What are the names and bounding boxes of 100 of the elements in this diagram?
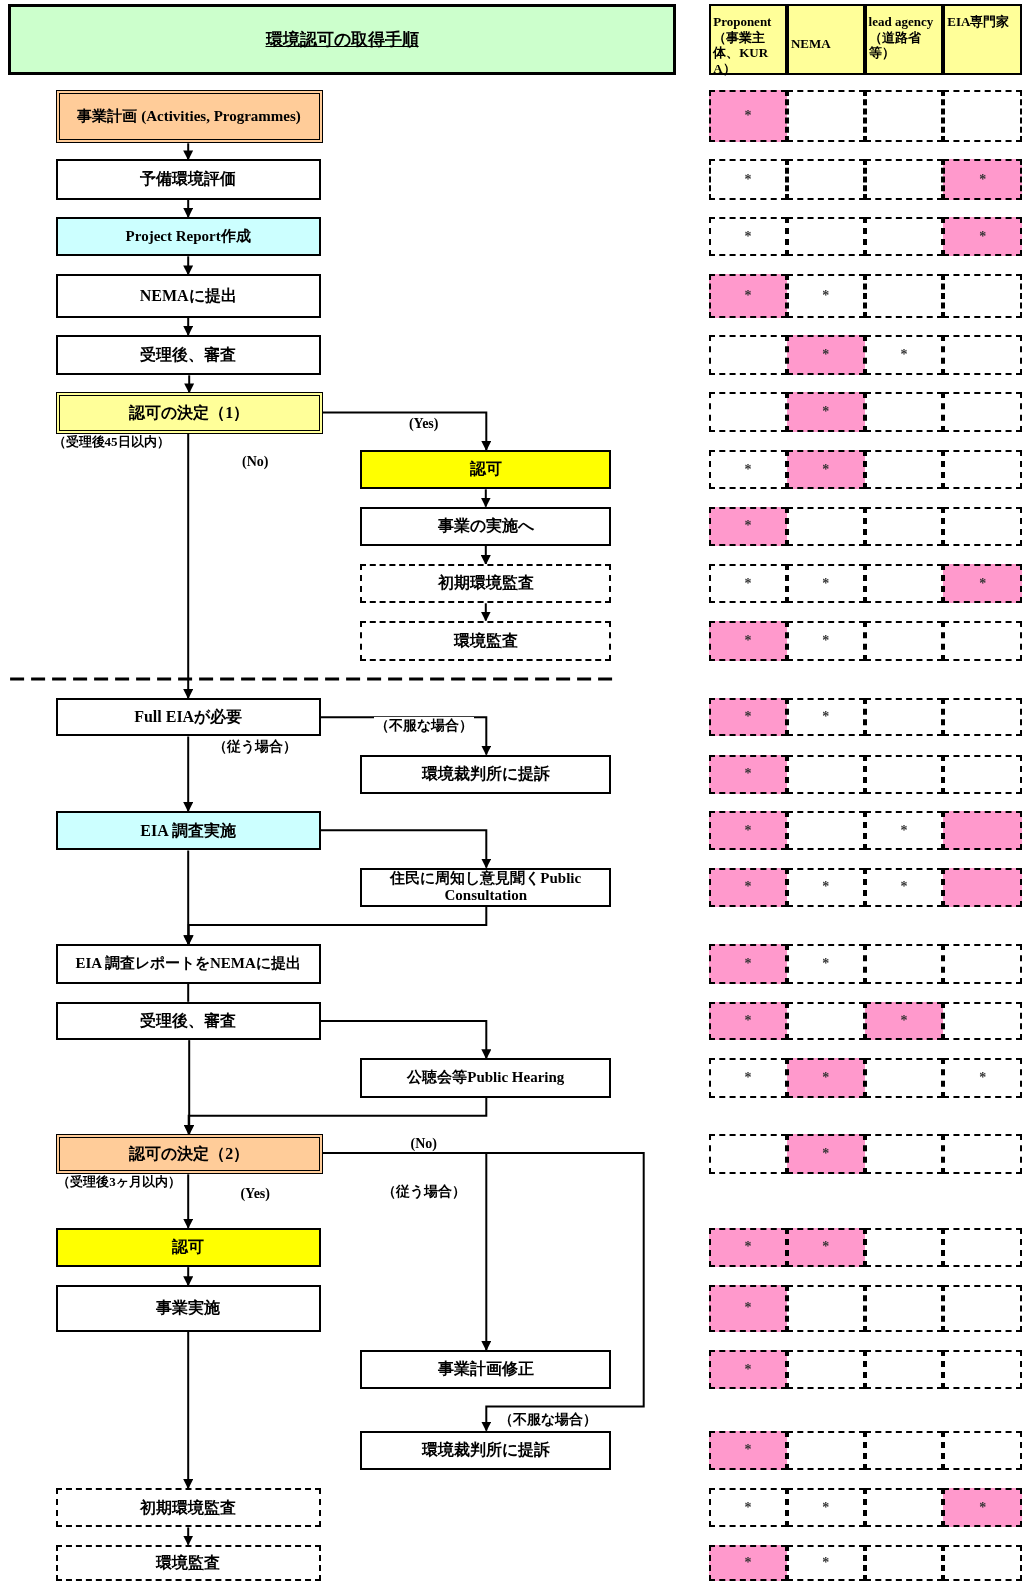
table-cell: *	[709, 274, 787, 318]
table-cell: *	[864, 811, 944, 851]
table-cell: *	[943, 216, 1022, 257]
table-cell: *	[864, 867, 944, 907]
table-cell: *	[786, 1058, 865, 1098]
title: 環境認可の取得手順	[265, 28, 419, 51]
branch-label: (No)	[410, 1136, 437, 1153]
approval-box: 認可	[55, 1227, 321, 1268]
process-box: 受理後、審査	[55, 1001, 321, 1041]
arrow	[183, 1330, 194, 1490]
header-cell: NEMA	[786, 4, 865, 75]
process-box: 初期環境監査	[55, 1488, 321, 1528]
header-cell: EIA専門家	[943, 4, 1022, 75]
process-box: 事業計画修正	[360, 1349, 612, 1390]
arrow	[183, 906, 488, 946]
table-cell: *	[709, 1488, 787, 1528]
arrow	[319, 829, 492, 869]
arrow	[183, 735, 194, 813]
table-cell: *	[709, 1430, 787, 1470]
arrow	[183, 1266, 194, 1287]
time-note: （受理後3ヶ月以内）	[56, 1174, 182, 1192]
table-cell: *	[786, 1544, 865, 1581]
table-cell: *	[786, 620, 865, 661]
table-cell: *	[709, 1544, 787, 1581]
decision-box: 認可の決定（1）	[55, 392, 323, 434]
header-cell: lead agency（道路省等）	[864, 4, 944, 75]
table-cell: *	[709, 216, 787, 257]
table-cell: *	[709, 506, 787, 546]
table-cell: *	[709, 564, 787, 604]
table-cell: *	[786, 564, 865, 604]
process-box: Full EIAが必要	[55, 698, 321, 737]
table-cell: *	[786, 867, 865, 907]
process-box: 事業の実施へ	[360, 506, 612, 546]
table-cell: *	[709, 89, 787, 143]
table-cell: *	[709, 159, 787, 200]
arrow	[319, 716, 492, 756]
table-cell: *	[786, 1227, 865, 1268]
table-cell: *	[943, 1488, 1022, 1528]
decision-box: 認可の決定（2）	[55, 1134, 323, 1175]
approval-box: 認可	[360, 450, 612, 490]
table-cell: *	[709, 698, 787, 737]
process-box: 事業計画 (Activities, Programmes)	[55, 89, 323, 144]
arrow	[183, 1096, 488, 1135]
table-cell: *	[709, 1227, 787, 1268]
table-cell: *	[786, 944, 865, 984]
table-cell: *	[786, 274, 865, 318]
table-cell: *	[709, 1001, 787, 1041]
process-box: 初期環境監査	[360, 564, 612, 604]
arrow	[319, 1020, 492, 1060]
table-cell: *	[709, 867, 787, 907]
process-box: 環境裁判所に提訴	[360, 1430, 612, 1470]
process-box: 環境裁判所に提訴	[360, 754, 612, 794]
table-cell: *	[786, 392, 865, 432]
connector-line	[187, 982, 190, 1003]
arrow	[183, 1173, 194, 1229]
table-cell: *	[943, 1058, 1022, 1098]
process-box: 環境監査	[360, 620, 612, 661]
table-cell: *	[709, 1349, 787, 1390]
arrow	[183, 1526, 194, 1546]
table-cell: *	[864, 334, 944, 376]
process-box: 住民に周知し意見聞くPublic Consultation	[360, 867, 612, 907]
arrow	[183, 198, 194, 218]
edge-label: （不服な場合）	[373, 717, 474, 736]
process-box: 事業実施	[55, 1285, 321, 1332]
process-box: 予備環境評価	[55, 159, 321, 200]
time-note: （受理後45日以内）	[52, 433, 171, 451]
table-cell: *	[709, 1058, 787, 1098]
process-box: EIA 調査実施	[55, 811, 321, 851]
edge-label: (No)	[240, 454, 270, 471]
arrow	[184, 374, 195, 394]
process-box: NEMAに提出	[55, 274, 321, 318]
edge-label: (Yes)	[239, 1185, 271, 1202]
table-cell: *	[943, 564, 1022, 604]
table-cell: *	[709, 944, 787, 984]
edge-label: (Yes)	[407, 415, 440, 432]
arrow	[183, 316, 194, 336]
process-box: 環境監査	[55, 1544, 321, 1581]
table-cell: *	[786, 698, 865, 737]
arrow	[321, 411, 492, 451]
table-cell: *	[943, 159, 1022, 200]
table-cell: *	[709, 450, 787, 490]
process-box: 公聴会等Public Hearing	[360, 1058, 612, 1098]
arrow	[480, 602, 491, 622]
arrow	[480, 544, 491, 565]
table-cell: *	[786, 450, 865, 490]
process-box: EIA 調査レポートをNEMAに提出	[55, 944, 321, 984]
process-box: 受理後、審査	[55, 334, 321, 376]
table-cell: *	[709, 754, 787, 794]
table-cell: *	[786, 1488, 865, 1528]
arrow	[480, 488, 491, 508]
arrow	[183, 255, 194, 276]
table-cell: *	[786, 1134, 865, 1175]
arrow	[183, 432, 194, 700]
table-cell: *	[709, 620, 787, 661]
table-cell: *	[709, 1285, 787, 1332]
table-cell: *	[709, 811, 787, 851]
table-cell: *	[864, 1001, 944, 1041]
table-cell: *	[786, 334, 865, 376]
process-box: Project Report作成	[55, 216, 321, 257]
arrow	[183, 142, 194, 161]
